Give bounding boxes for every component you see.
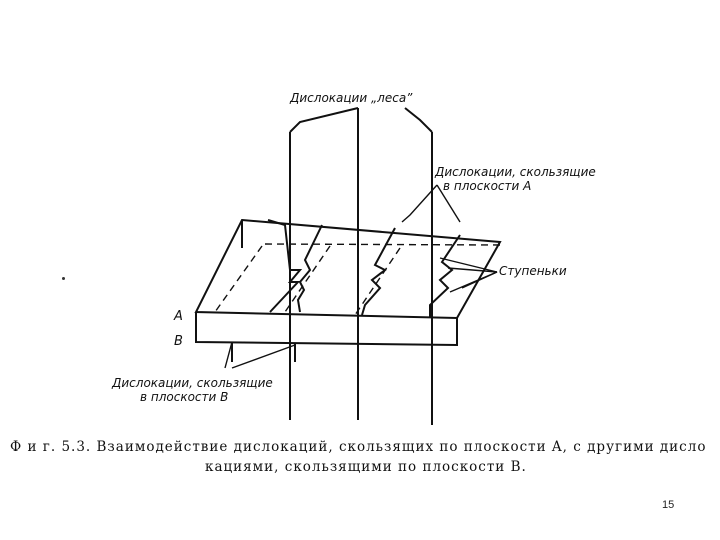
slip-dislocation-hidden-2 <box>284 245 331 313</box>
slip-a-label-line2: в плоскости A <box>443 179 532 193</box>
plane-b-hidden-edge <box>264 243 501 246</box>
slip-a-label-line1: Дислокации, скользящие <box>435 165 596 179</box>
slip-b-leader-2 <box>231 344 296 369</box>
slip-dislocation-hidden-1 <box>214 245 263 313</box>
slip-b-label-line1: Дислокации, скользящие <box>112 376 273 390</box>
caption-line-2: кациями, скользящими по плоскости B. <box>205 459 527 475</box>
slip-b-leader-1 <box>224 341 233 369</box>
figure-caption: Ф и г. 5.3. Взаимодействие дислокаций, с… <box>10 437 720 477</box>
slip-a-leader-2 <box>436 184 461 223</box>
slip-dislocation-a4 <box>429 234 461 318</box>
steps-leader-4 <box>461 271 498 289</box>
slip-dislocation-a1 <box>267 219 303 313</box>
slip-dislocation-hidden-3 <box>354 247 401 316</box>
slip-b-label-line2: в плоскости B <box>140 390 229 404</box>
plane-a-label: A <box>174 309 183 324</box>
forest-leader-right <box>404 107 433 133</box>
caption-line-1: Ф и г. 5.3. Взаимодействие дислокаций, с… <box>10 439 707 455</box>
steps-label: Ступеньки <box>499 264 567 278</box>
steps-leader-1 <box>439 257 498 273</box>
steps-leader-2 <box>447 267 498 273</box>
forest-dislocations-label: Дислокации „леса” <box>290 91 413 105</box>
forest-leader-left <box>289 107 359 133</box>
plane-b <box>195 312 458 347</box>
slip-dislocation-a3 <box>361 227 396 316</box>
slip-a-leader <box>401 184 438 223</box>
page-number: 15 <box>662 499 675 511</box>
stray-dot <box>62 277 65 280</box>
slip-dislocation-a2 <box>296 224 323 313</box>
plane-b-label: B <box>174 334 183 349</box>
